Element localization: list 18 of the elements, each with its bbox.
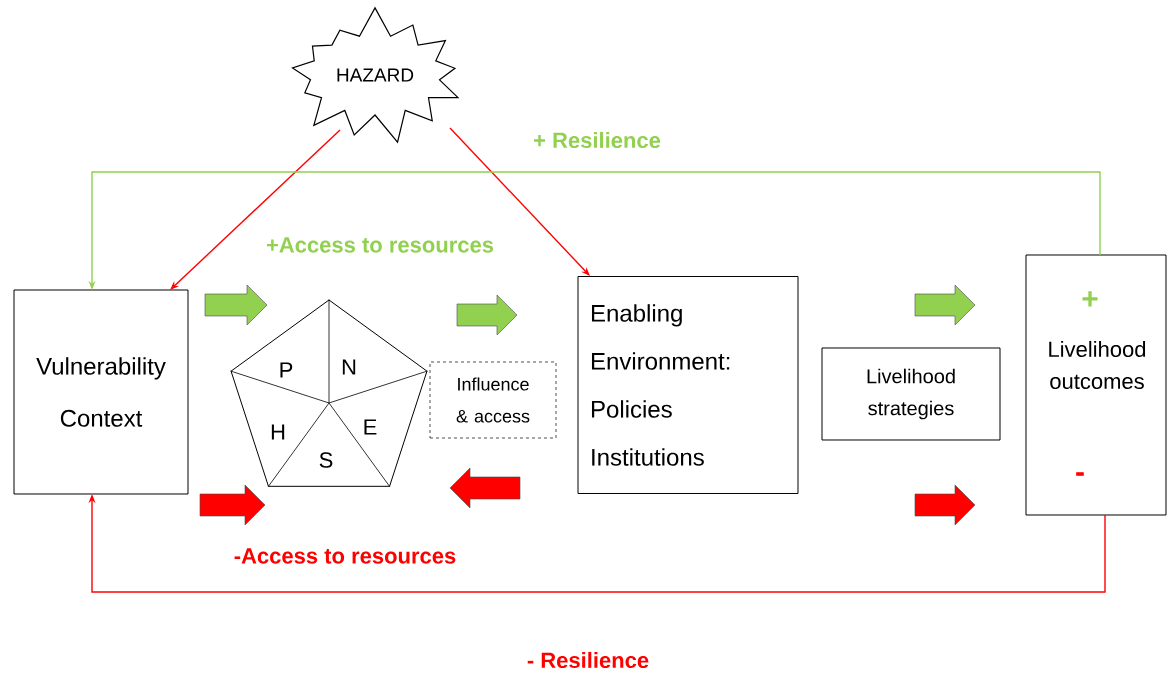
text-box: Livelihood strategies: [821, 347, 1001, 441]
block-arrow: [449, 467, 521, 509]
edge-label: + Resilience: [531, 129, 663, 151]
edge-label: - Resilience: [524, 649, 652, 671]
heading-label: +Access to resources: [266, 237, 494, 253]
heading-label: -Access to resources: [234, 548, 456, 564]
outcome-box: + Livelihood outcomes -: [1025, 254, 1167, 516]
block-arrow: [204, 284, 268, 326]
block-arrow: [199, 484, 266, 526]
arrow: [170, 129, 341, 290]
dashed-box: Influence & access: [429, 361, 557, 439]
pentagon-diagram: P N H E S: [230, 299, 428, 488]
text-box: Enabling Environment: Policies Institutions: [577, 276, 799, 494]
block-arrow: [914, 284, 976, 326]
block-arrow: [914, 484, 976, 526]
text-box: Vulnerability Context: [13, 289, 189, 495]
block-arrow: [456, 294, 518, 336]
arrow: [449, 127, 590, 276]
